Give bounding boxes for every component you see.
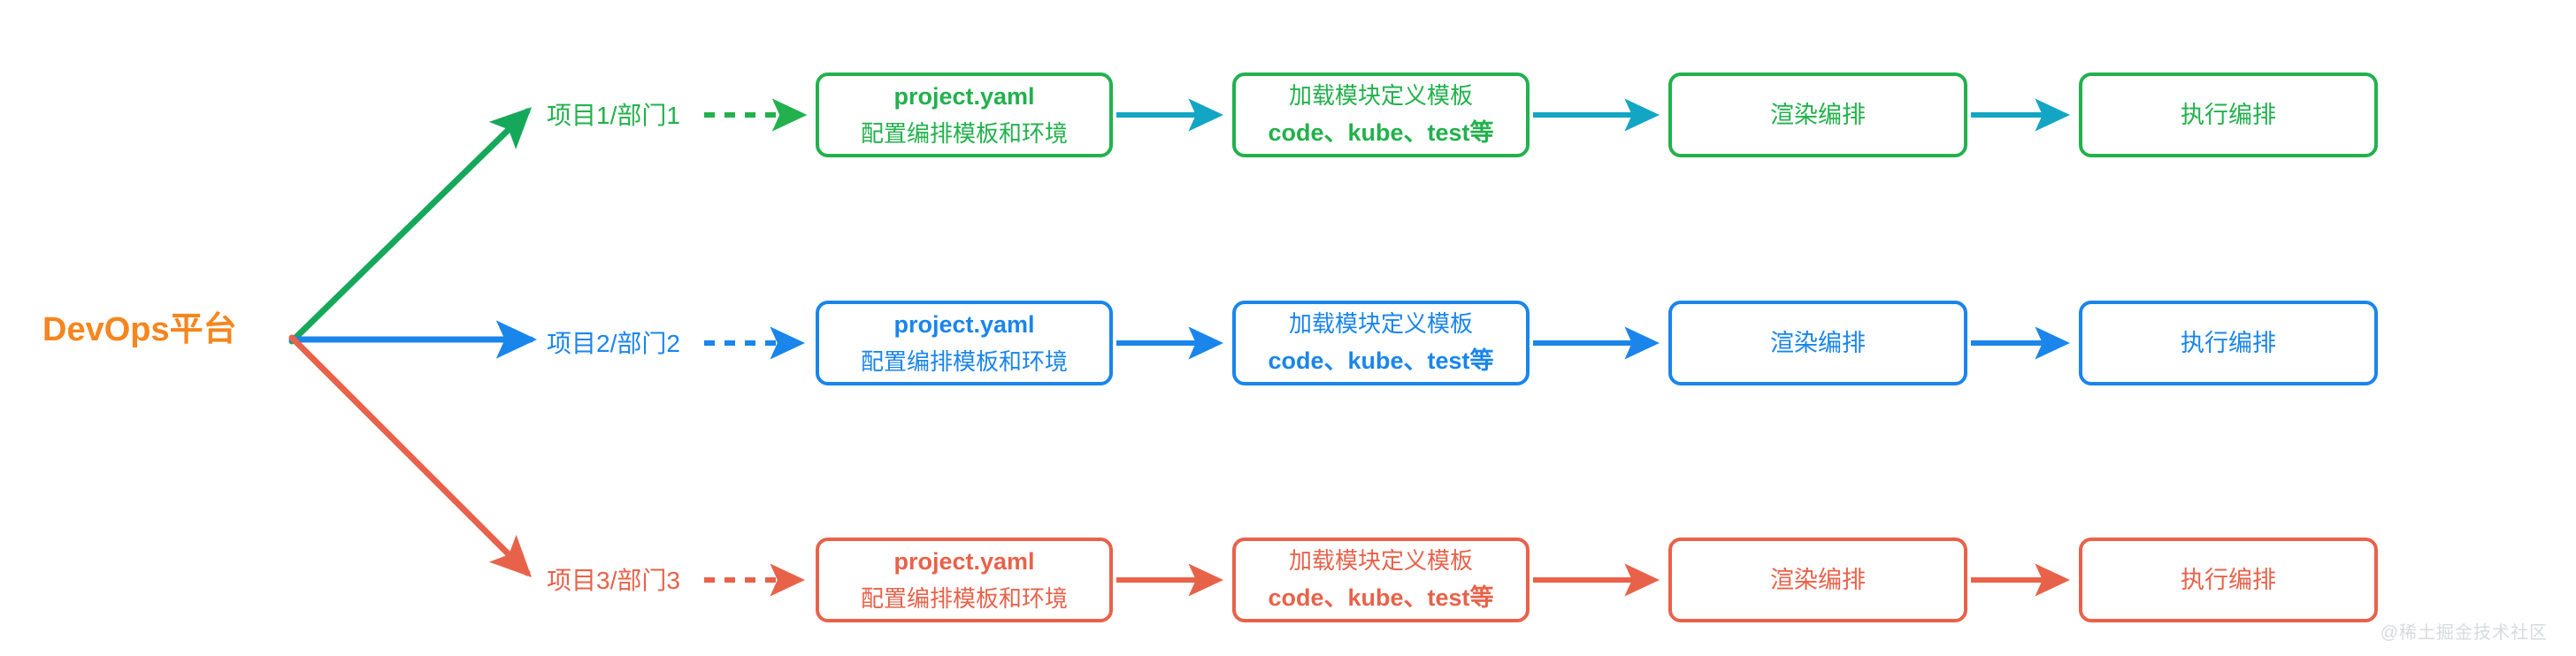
branch-2-step-1-line-1: project.yaml: [893, 311, 1035, 339]
branch-3-step-4-line-1: 执行编排: [2181, 566, 2276, 593]
branch-1-step-1-box[interactable]: project.yaml 配置编排模板和环境: [816, 72, 1113, 157]
branch-1-step-1-line-2: 配置编排模板和环境: [860, 119, 1068, 147]
branch-1-label: 项目1/部门1: [547, 103, 680, 128]
root-node-label: DevOps平台: [42, 310, 237, 348]
branch-1-step-2-line-2: code、kube、test等: [1268, 119, 1494, 147]
branch-3-step-3-line-1: 渲染编排: [1770, 566, 1866, 593]
branch-2-step-4-box[interactable]: 执行编排: [2079, 301, 2378, 385]
branch-label-connectors: [704, 98, 808, 597]
watermark: @稀土掘金技术社区: [2380, 623, 2548, 643]
branch-2-step-2-box[interactable]: 加载模块定义模板 code、kube、test等: [1232, 301, 1530, 385]
branch-3-step-2-box[interactable]: 加载模块定义模板 code、kube、test等: [1232, 538, 1530, 622]
branch-3-label-text: 项目3/部门3: [547, 567, 680, 594]
branch-1-step-4-box[interactable]: 执行编排: [2079, 72, 2378, 157]
root-to-branch-3-arrow: [288, 334, 532, 577]
branch-2-step-3-box[interactable]: 渲染编排: [1668, 301, 1967, 385]
branch-1-step-3-line-1: 渲染编排: [1770, 101, 1866, 128]
branch-3-step-1-line-2: 配置编排模板和环境: [860, 584, 1068, 612]
branch-1-step-2-box[interactable]: 加载模块定义模板 code、kube、test等: [1232, 72, 1530, 157]
branch-3-step-2-line-1: 加载模块定义模板: [1288, 547, 1473, 575]
branch-2-step-4-line-1: 执行编排: [2181, 329, 2276, 356]
branch-3-label: 项目3/部门3: [547, 568, 680, 593]
branch-2-label-text: 项目2/部门2: [547, 330, 680, 357]
branch-2-step-2-line-1: 加载模块定义模板: [1288, 310, 1473, 338]
branch-3-step-3-box[interactable]: 渲染编排: [1668, 538, 1967, 622]
branch-2-step-3-line-1: 渲染编排: [1770, 329, 1866, 356]
branch-3-step-4-box[interactable]: 执行编排: [2079, 538, 2378, 622]
root-branch-connectors: [288, 107, 538, 577]
branch-2-step-1-box[interactable]: project.yaml 配置编排模板和环境: [816, 301, 1113, 385]
branch-1-step-2-line-1: 加载模块定义模板: [1288, 82, 1473, 110]
branch-1-step-1-line-1: project.yaml: [893, 83, 1035, 111]
branch-1-label-text: 项目1/部门1: [547, 102, 680, 129]
branch-3-step-2-line-2: code、kube、test等: [1268, 584, 1494, 612]
root-to-branch-1-arrow: [288, 107, 533, 345]
branch-3-step-1-line-1: project.yaml: [893, 548, 1035, 576]
branch-3-step-1-box[interactable]: project.yaml 配置编排模板和环境: [816, 538, 1113, 622]
branch-1-step-4-line-1: 执行编排: [2181, 101, 2276, 128]
branch-2-step-1-line-2: 配置编排模板和环境: [860, 347, 1068, 375]
branch-1-step-3-box[interactable]: 渲染编排: [1668, 72, 1967, 157]
root-node-devops-platform[interactable]: DevOps平台: [42, 304, 299, 348]
branch-2-label: 项目2/部门2: [547, 332, 680, 356]
branch-2-step-2-line-2: code、kube、test等: [1268, 347, 1494, 375]
